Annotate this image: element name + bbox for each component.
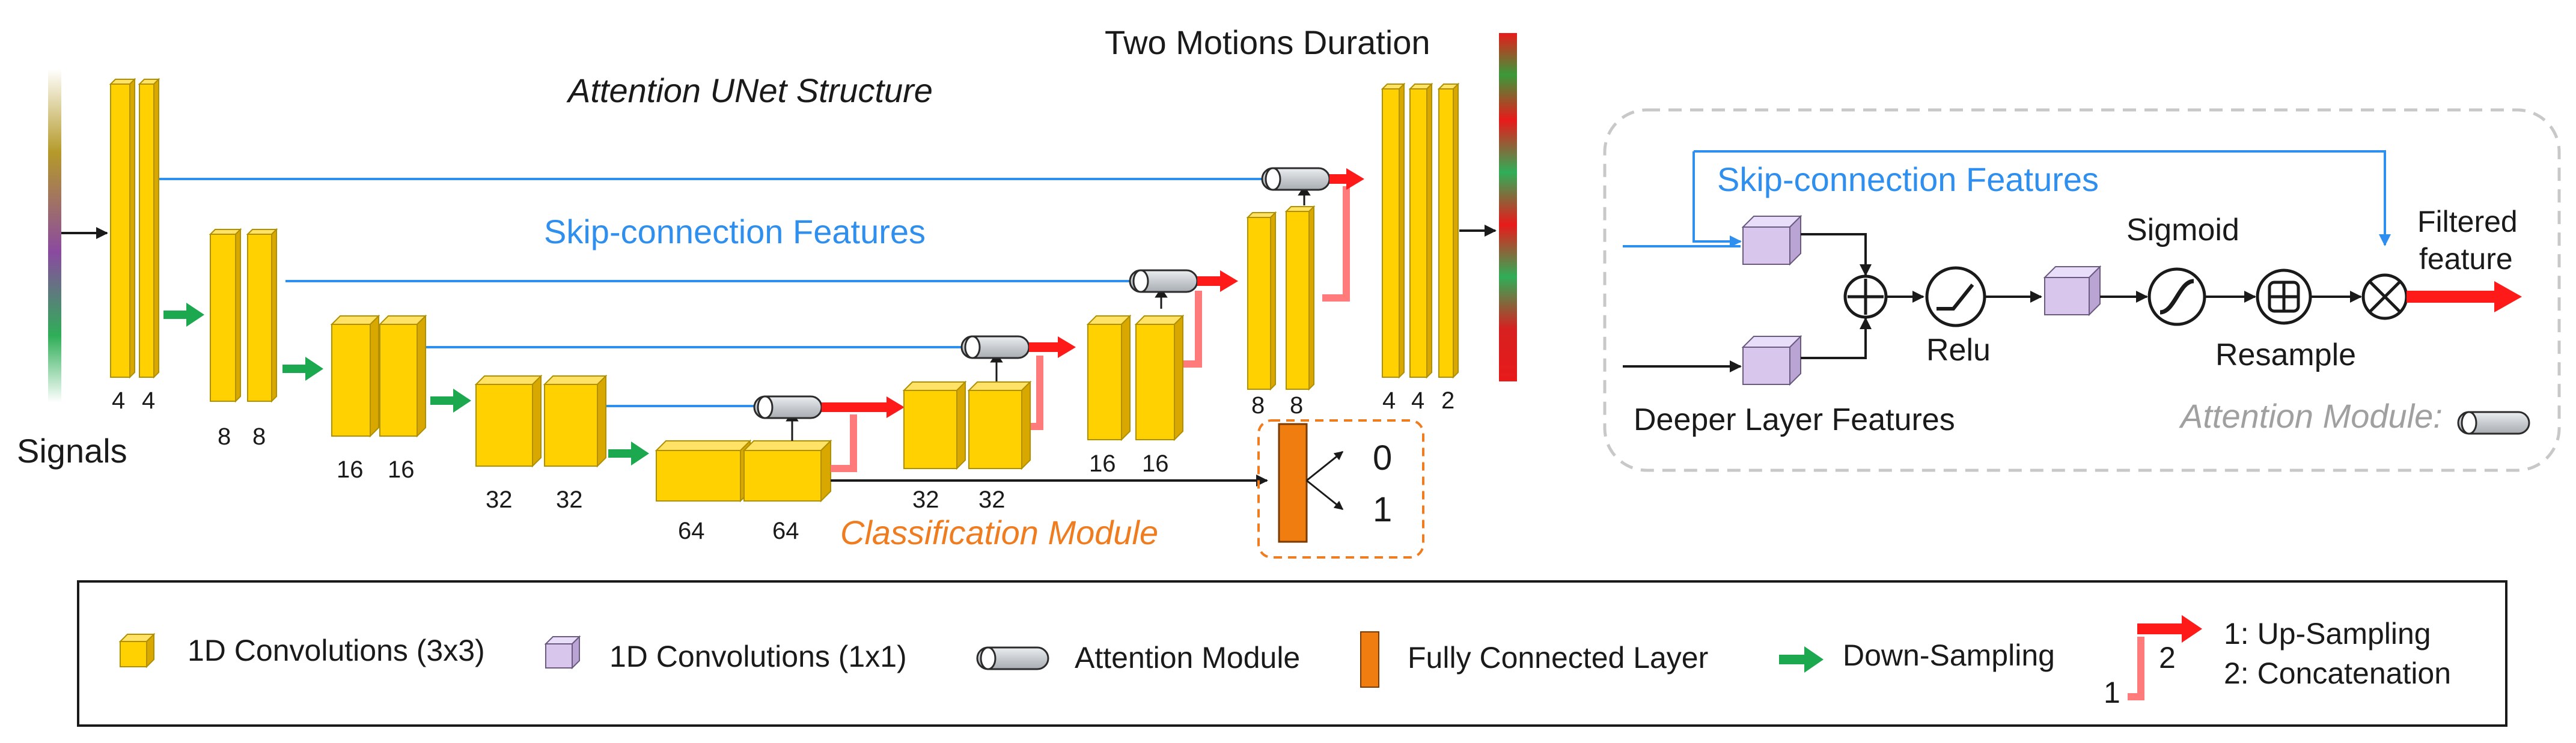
conv-block-enc2 bbox=[209, 228, 278, 403]
filtered-label-1: Filtered bbox=[2417, 205, 2518, 238]
legend-attention-icon bbox=[976, 646, 1049, 670]
legend-upsampling: 1: Up-Sampling bbox=[2224, 617, 2431, 651]
ch-enc-1b: 4 bbox=[142, 387, 155, 414]
down-sampling-arrow bbox=[430, 389, 471, 413]
conv1x1-cube-skip bbox=[1741, 214, 1802, 266]
ch-dec-1c: 2 bbox=[1441, 387, 1454, 414]
filtered-label-2: feature bbox=[2419, 242, 2513, 276]
output-duration-strip bbox=[1499, 33, 1517, 381]
ch-dec-2a: 8 bbox=[1251, 392, 1265, 419]
ch-bottleneck-a: 64 bbox=[678, 518, 705, 544]
attention-module-panel bbox=[1603, 108, 2561, 472]
legend-down-icon bbox=[1779, 646, 1824, 673]
conv1x1-cube-mid bbox=[2043, 265, 2102, 317]
conv-block-dec2 bbox=[1246, 205, 1316, 391]
ch-dec-1a: 4 bbox=[1382, 387, 1396, 414]
ch-dec-4b: 32 bbox=[978, 487, 1006, 513]
sigmoid-icon bbox=[2147, 267, 2206, 326]
legend-conv3x3: 1D Convolutions (3x3) bbox=[188, 634, 485, 667]
diagram-title: Attention UNet Structure bbox=[566, 71, 933, 109]
down-sampling-arrow bbox=[282, 357, 323, 381]
down-sampling-arrow bbox=[163, 303, 204, 327]
legend-conv3x3-icon bbox=[118, 632, 156, 669]
resample-label: Resample bbox=[2215, 338, 2356, 372]
legend-fc-icon bbox=[1360, 631, 1379, 688]
conv-block-enc1 bbox=[109, 77, 160, 379]
attention-module-4 bbox=[1261, 167, 1331, 191]
legend-attention: Attention Module bbox=[1075, 641, 1300, 675]
relu-icon bbox=[1925, 266, 1986, 327]
attention-module-1 bbox=[753, 395, 823, 419]
conv-block-dec1 bbox=[1381, 82, 1460, 379]
upsample-concat-arrows bbox=[822, 168, 1364, 472]
ch-dec-4a: 32 bbox=[912, 487, 939, 513]
skip-label: Skip-connection Features bbox=[544, 213, 926, 250]
ch-enc-3b: 16 bbox=[388, 456, 415, 483]
resample-icon bbox=[2256, 268, 2312, 325]
legend-conv1x1: 1D Convolutions (1x1) bbox=[609, 640, 907, 673]
conv-block-dec4 bbox=[902, 380, 1032, 470]
input-signal-strip bbox=[48, 69, 61, 402]
attention-module-3 bbox=[1129, 269, 1198, 293]
relu-label: Relu bbox=[1926, 333, 1991, 368]
conv-block-enc3 bbox=[330, 314, 427, 438]
attn-deeper-label: Deeper Layer Features bbox=[1634, 402, 1955, 437]
ch-dec-2b: 8 bbox=[1290, 392, 1303, 419]
ch-dec-1b: 4 bbox=[1411, 387, 1424, 414]
legend-box bbox=[77, 580, 2507, 727]
legend-concatenation: 2: Concatenation bbox=[2224, 657, 2451, 690]
down-sampling-arrow bbox=[608, 441, 649, 466]
multiply-icon bbox=[2361, 273, 2408, 320]
ch-enc-1a: 4 bbox=[112, 387, 125, 414]
conv-block-enc4 bbox=[474, 374, 608, 468]
legend-up-concat-icon bbox=[2128, 615, 2202, 700]
attention-module-2 bbox=[960, 335, 1030, 359]
ch-enc-2a: 8 bbox=[218, 423, 231, 450]
class-output-1: 1 bbox=[1373, 490, 1392, 529]
ch-enc-4b: 32 bbox=[556, 487, 583, 513]
ch-dec-3b: 16 bbox=[1142, 450, 1169, 477]
legend-conv1x1-icon bbox=[544, 635, 581, 670]
signals-label: Signals bbox=[17, 432, 127, 470]
add-icon bbox=[1843, 274, 1888, 319]
output-label: Two Motions Duration bbox=[1105, 23, 1430, 61]
conv-block-dec3 bbox=[1086, 314, 1185, 441]
legend-down: Down-Sampling bbox=[1843, 638, 2055, 672]
ch-enc-2b: 8 bbox=[252, 423, 266, 450]
ch-dec-3a: 16 bbox=[1089, 450, 1116, 477]
ch-bottleneck-b: 64 bbox=[772, 518, 799, 544]
classification-label: Classification Module bbox=[840, 514, 1158, 551]
sigmoid-label: Sigmoid bbox=[2126, 213, 2239, 247]
conv-block-bottleneck bbox=[655, 439, 832, 503]
legend-fc: Fully Connected Layer bbox=[1408, 641, 1708, 675]
attention-module-label: Attention Module: bbox=[2179, 397, 2443, 435]
attn-skip-label: Skip-connection Features bbox=[1717, 160, 2099, 198]
ch-enc-3a: 16 bbox=[337, 456, 364, 483]
conv1x1-cube-deeper bbox=[1741, 335, 1802, 386]
fully-connected-layer bbox=[1278, 423, 1308, 543]
legend-up-num-1: 1 bbox=[2104, 676, 2120, 709]
ch-enc-4a: 32 bbox=[486, 487, 513, 513]
legend-up-num-2: 2 bbox=[2159, 641, 2176, 675]
class-output-0: 0 bbox=[1373, 438, 1392, 478]
skip-connections bbox=[157, 178, 1262, 407]
attention-module-icon bbox=[2457, 411, 2530, 435]
